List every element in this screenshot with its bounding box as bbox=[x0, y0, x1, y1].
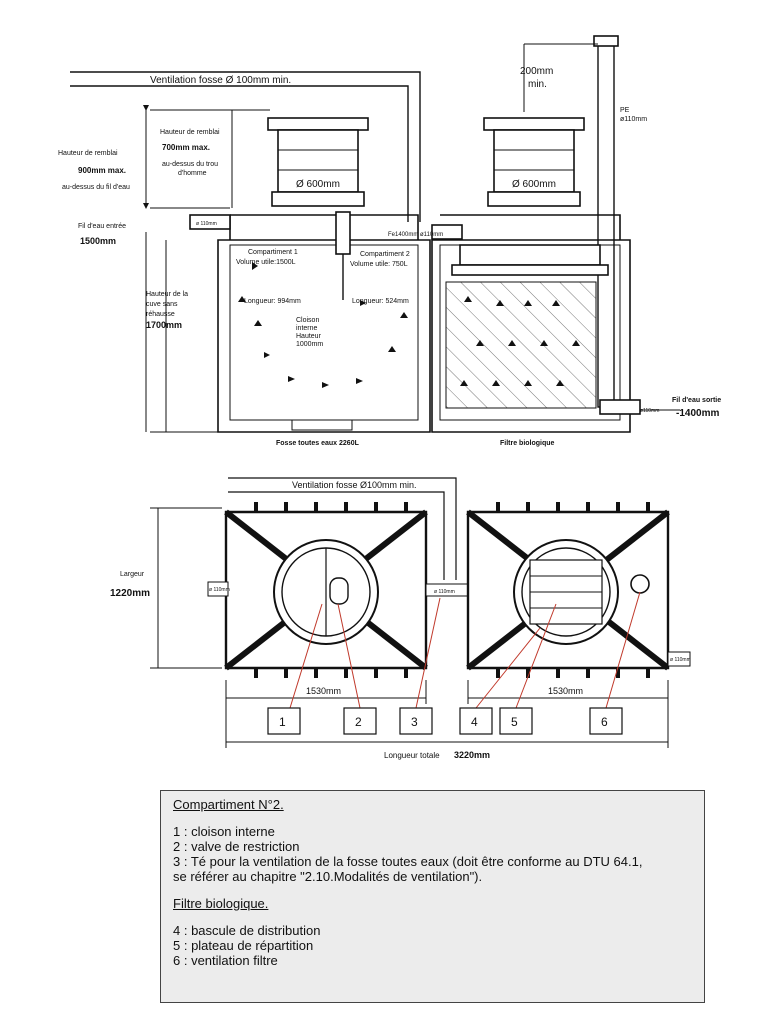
pe-dia-label: ø110mm bbox=[620, 116, 647, 123]
remblai-mid-1: Hauteur de remblai bbox=[160, 129, 220, 136]
legend-item-4: 4 : bascule de distribution bbox=[173, 923, 321, 938]
legend-heading-filter: Filtre biologique. bbox=[173, 896, 269, 911]
inlet-dia-label: ø 110mm bbox=[196, 221, 217, 227]
plan-dim-right: 1530mm bbox=[548, 686, 583, 696]
gap-min-label: min. bbox=[528, 79, 547, 90]
plan-dia-left: ø 110mm bbox=[209, 587, 230, 593]
cuve-1: Hauteur de la bbox=[146, 291, 188, 298]
remblai-left-1: Hauteur de remblai bbox=[58, 150, 118, 157]
legend-heading-compartment: Compartiment N°2. bbox=[173, 797, 284, 812]
compartment1-b: Volume utile:1500L bbox=[236, 259, 296, 266]
callout-5: 5 bbox=[511, 715, 518, 729]
fil-eau-entree-val: 1500mm bbox=[80, 236, 116, 246]
remblai-left-2: 900mm max. bbox=[78, 166, 126, 175]
largeur-label: Largeur bbox=[120, 571, 145, 578]
cuve-2: cuve sans bbox=[146, 301, 178, 308]
fil-sortie-label: Fil d'eau sortie bbox=[672, 397, 721, 404]
technical-drawing: Ventilation fosse Ø 100mm min. 200mm min… bbox=[58, 35, 721, 760]
cuve-4: 1700mm bbox=[146, 320, 182, 330]
callout-4: 4 bbox=[471, 715, 478, 729]
fil-sortie-val: -1400mm bbox=[676, 408, 719, 419]
legend-item-5: 5 : plateau de répartition bbox=[173, 938, 314, 953]
legend-item-6: 6 : ventilation filtre bbox=[173, 953, 278, 968]
plan-ventilation-label: Ventilation fosse Ø100mm min. bbox=[292, 480, 417, 490]
callout-3: 3 bbox=[411, 715, 418, 729]
cloison-2: interne bbox=[296, 325, 318, 332]
mid-dia-label: Fe1400mm ø110mm bbox=[388, 232, 443, 238]
cloison-4: 1000mm bbox=[296, 341, 323, 348]
ventilation-top-label: Ventilation fosse Ø 100mm min. bbox=[150, 75, 291, 86]
cloison-3: Hauteur bbox=[296, 333, 322, 340]
cuve-3: réhausse bbox=[146, 311, 175, 318]
outlet-dia-label: ø110mm bbox=[640, 408, 659, 414]
legend-item-3b: se référer au chapitre "2.10.Modalités d… bbox=[173, 869, 483, 884]
pe-label: PE bbox=[620, 107, 630, 114]
callout-6: 6 bbox=[601, 715, 608, 729]
gap-200-label: 200mm bbox=[520, 66, 553, 77]
total-length-val: 3220mm bbox=[454, 750, 490, 760]
plan-dim-left: 1530mm bbox=[306, 686, 341, 696]
fosse-caption: Fosse toutes eaux 2260L bbox=[276, 440, 360, 447]
legend-item-3a: 3 : Té pour la ventilation de la fosse t… bbox=[173, 854, 643, 869]
flow-arrows bbox=[238, 262, 580, 388]
legend-box: Compartiment N°2. 1 : cloison interne 2 … bbox=[160, 790, 705, 1003]
section-view bbox=[70, 35, 680, 433]
fil-eau-entree-label: Fil d'eau entrée bbox=[78, 223, 126, 230]
compartment2-a: Compartiment 2 bbox=[360, 251, 410, 258]
compartment2-b: Volume utile: 750L bbox=[350, 261, 408, 268]
cloison-1: Cloison bbox=[296, 317, 319, 324]
total-length-label: Longueur totale bbox=[384, 751, 440, 760]
plan-dia-mid: ø 110mm bbox=[434, 589, 455, 595]
compartment1-a: Compartiment 1 bbox=[248, 249, 298, 256]
remblai-left-3: au-dessus du fil d'eau bbox=[62, 184, 130, 191]
remblai-mid-4: d'homme bbox=[178, 170, 207, 177]
legend-item-1: 1 : cloison interne bbox=[173, 824, 275, 839]
remblai-mid-3: au-dessus du trou bbox=[162, 161, 218, 168]
legend-item-2: 2 : valve de restriction bbox=[173, 839, 300, 854]
filtre-caption: Filtre biologique bbox=[500, 440, 555, 447]
remblai-mid-2: 700mm max. bbox=[162, 143, 210, 152]
dia-600-left: Ø 600mm bbox=[296, 179, 340, 190]
callout-1: 1 bbox=[279, 715, 286, 729]
dia-600-right: Ø 600mm bbox=[512, 179, 556, 190]
longueur-994: Longueur: 994mm bbox=[244, 298, 301, 305]
longueur-524: Longueur: 524mm bbox=[352, 298, 409, 305]
largeur-val: 1220mm bbox=[110, 588, 150, 599]
plan-view bbox=[150, 477, 691, 748]
callout-2: 2 bbox=[355, 715, 362, 729]
plan-dia-right: ø 110mm bbox=[670, 657, 691, 663]
